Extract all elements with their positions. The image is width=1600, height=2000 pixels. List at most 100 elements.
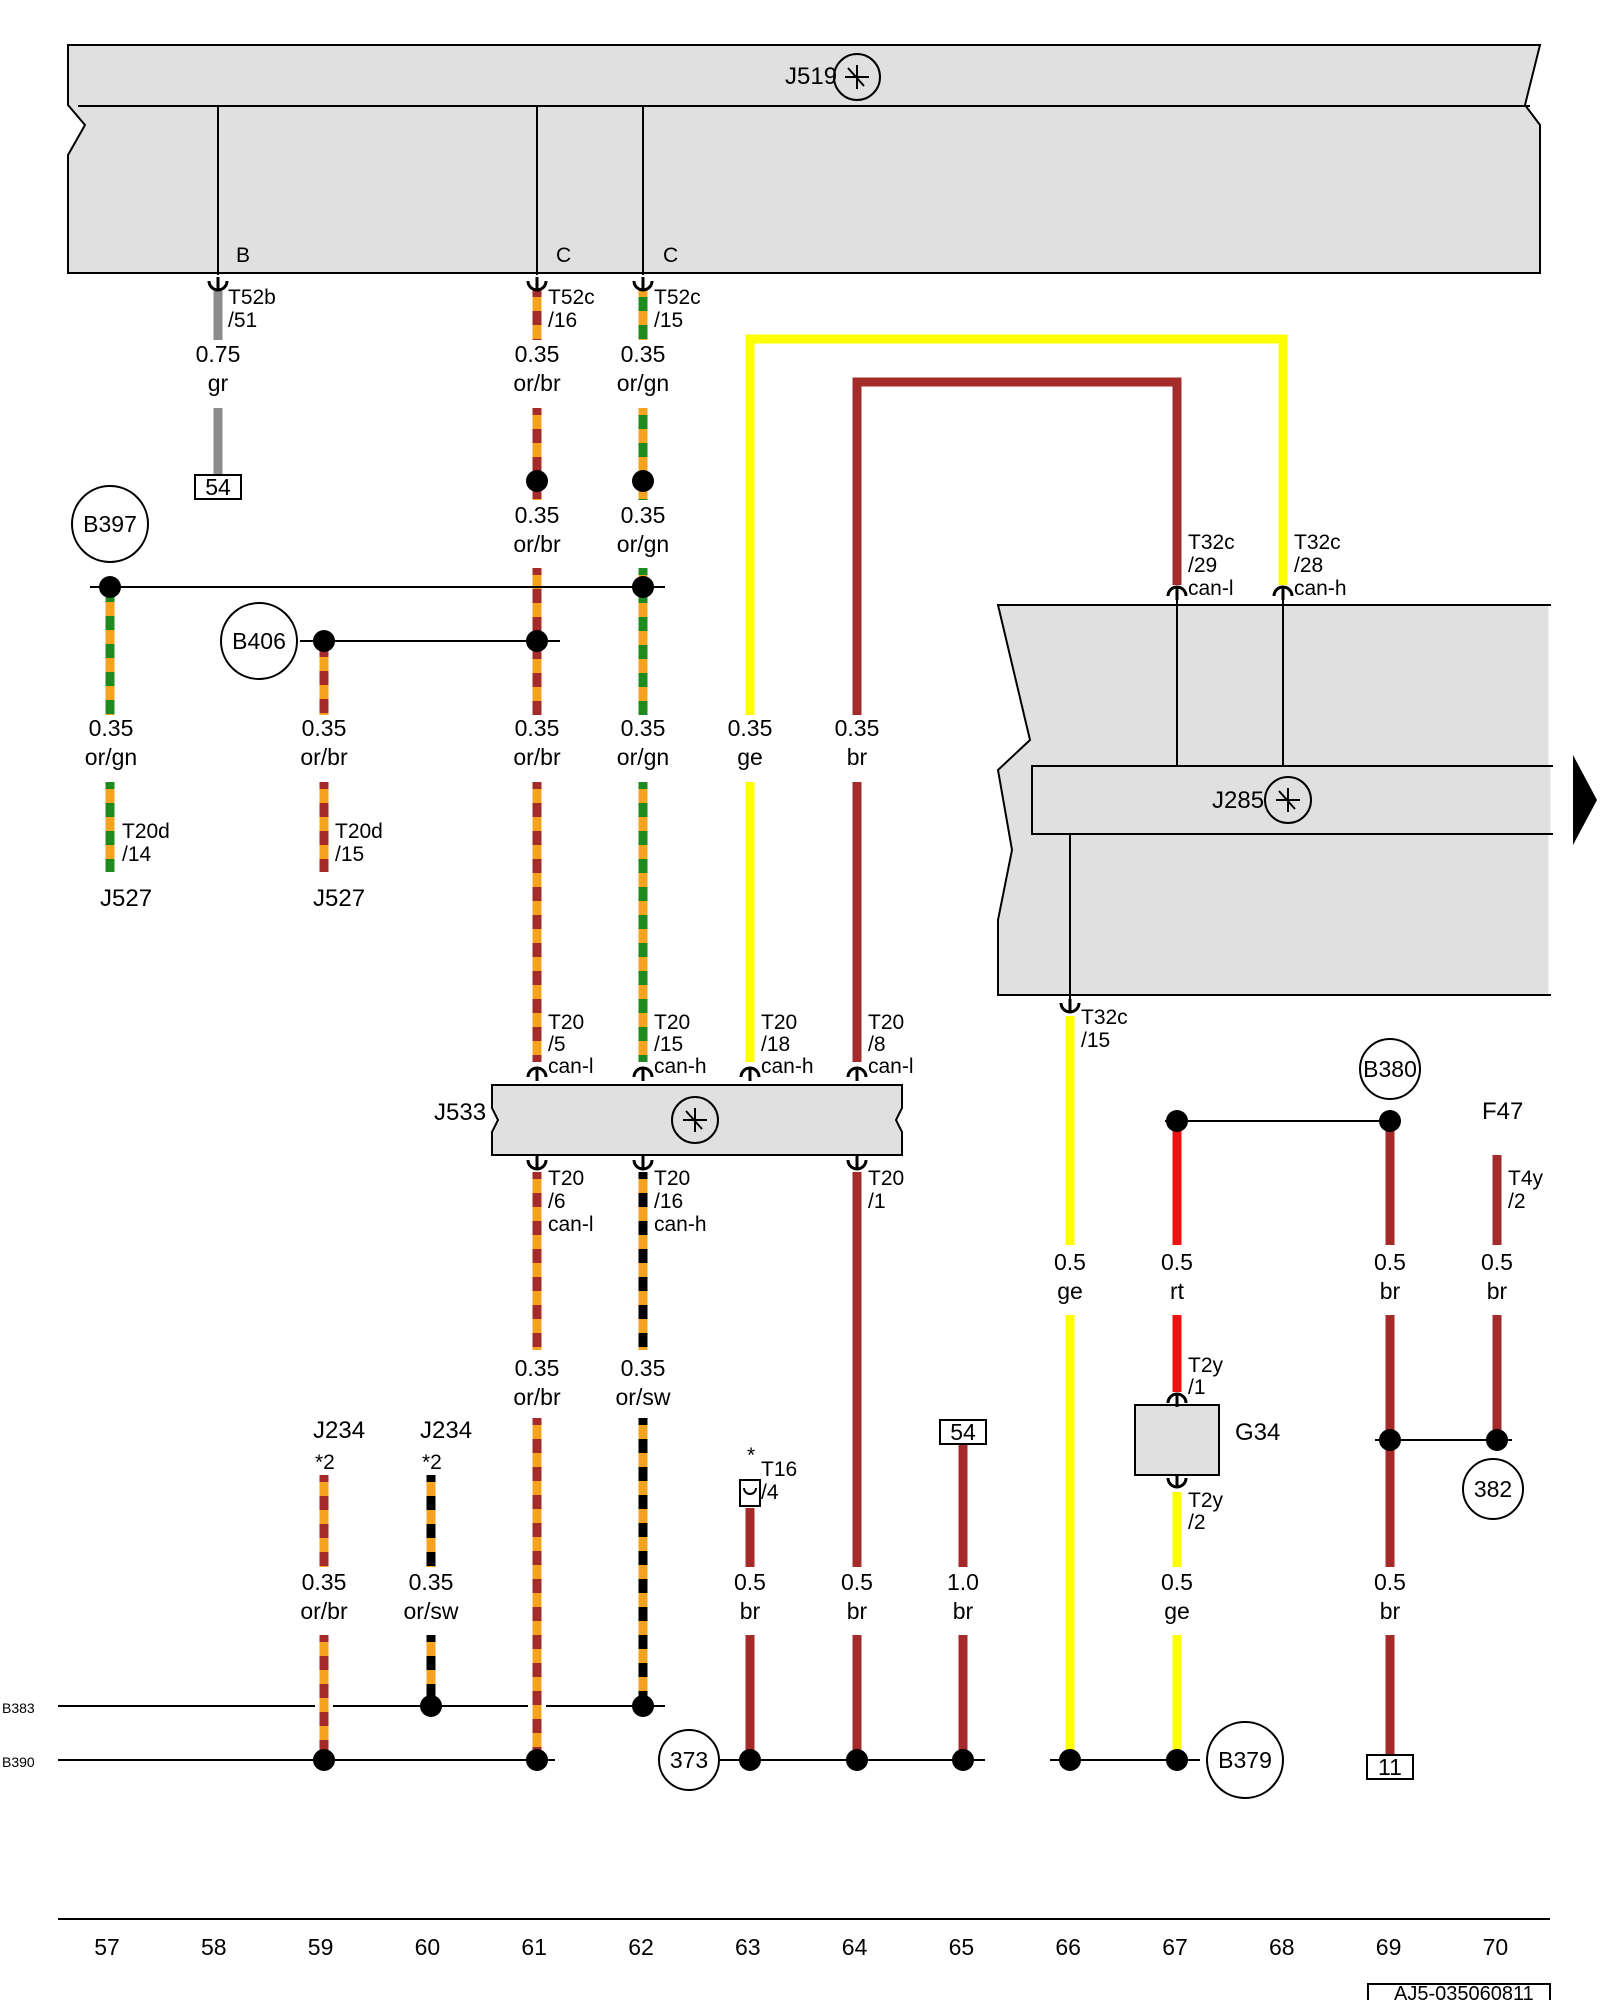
connector-t16-4: T16/4 <box>761 1458 797 1504</box>
wire-br-64-loop <box>852 377 1182 715</box>
svg-text:B380: B380 <box>1363 1056 1417 1082</box>
footer-code-box: AJ5-035060811 <box>1367 1983 1551 2000</box>
connector-symbol-t20-16-arc <box>632 1159 654 1171</box>
f47-ref: F47 <box>1482 1098 1523 1125</box>
column-number-61: 61 <box>521 1934 547 1960</box>
connector-symbol-t2y-2 <box>1166 1474 1188 1489</box>
connector-t32c-15: T32c/15 <box>1081 1006 1128 1052</box>
connector-symbol-t20-1 <box>846 1156 868 1171</box>
connector-symbol-t32c-15-arc <box>1059 1002 1081 1014</box>
pin-c-label-1: C <box>556 244 571 267</box>
j527-ref-59: J527 <box>313 885 365 912</box>
splice-b380: B380 <box>1359 1038 1421 1100</box>
column-number-67: 67 <box>1162 1934 1188 1960</box>
j234-ref-59: J234 <box>313 1417 365 1444</box>
junction-dot-61-b406 <box>526 630 548 652</box>
j527-ref-57: J527 <box>100 885 152 912</box>
column-number-66: 66 <box>1055 1934 1081 1960</box>
wire-layer <box>105 290 1502 1760</box>
junction-dot-67-b380 <box>1166 1110 1188 1132</box>
j533-label: J533 <box>434 1099 486 1126</box>
column-number-60: 60 <box>415 1934 441 1960</box>
connector-t52c-16: T52c/16 <box>548 286 595 332</box>
junction-dot-62-b397 <box>632 576 654 598</box>
column-number-65: 65 <box>949 1934 975 1960</box>
column-number-57: 57 <box>94 1934 120 1960</box>
connector-symbol-t52c-16-arc <box>526 280 548 292</box>
connector-symbol-t20-15-arc <box>632 1066 654 1078</box>
svg-text:B379: B379 <box>1218 1747 1272 1773</box>
junction-dot-b406 <box>313 630 335 652</box>
connector-t52c-15: T52c/15 <box>654 286 701 332</box>
connector-symbol-t16-4-arc <box>743 1487 757 1495</box>
connector-symbol-t20-18-arc <box>739 1066 761 1078</box>
j285-unit: J285 <box>996 596 1597 1004</box>
svg-text:AJ5-035060811: AJ5-035060811 <box>1394 1983 1534 2000</box>
junction-dot-62-a <box>632 470 654 492</box>
splices: B397 B406 B380 382 373 B379 B383 B390 <box>2 485 1524 1799</box>
connector-symbol-t20-16 <box>632 1156 654 1171</box>
pin-b-label: B <box>236 244 250 267</box>
connector-symbol-t32c-28 <box>1272 585 1294 600</box>
connector-symbol-t32c-29-arc <box>1166 585 1188 597</box>
connector-t52b-51: T52b/51 <box>228 286 276 332</box>
component-refs: J527 J527 J234 *2 J234 *2 F47 <box>100 885 1523 1474</box>
j519-body <box>67 44 1542 274</box>
column-number-59: 59 <box>308 1934 334 1960</box>
splice-b379: B379 <box>1206 1721 1284 1799</box>
j234-ref-60: J234 <box>420 1417 472 1444</box>
junction-dot-61-b390 <box>526 1749 548 1771</box>
connector-symbol-t20-6 <box>526 1156 548 1171</box>
junction-dots <box>99 470 1508 1771</box>
junction-dot-61-a <box>526 470 548 492</box>
connector-symbol-t20-8 <box>846 1066 868 1081</box>
j519-unit: J519 B C C <box>67 44 1542 275</box>
connector-symbol-t20-6-arc <box>526 1159 548 1171</box>
g34-label: G34 <box>1235 1419 1280 1446</box>
connector-symbol-t32c-15 <box>1059 999 1081 1014</box>
connector-symbol-t2y-1-arc <box>1166 1392 1188 1404</box>
svg-text:54: 54 <box>950 1419 976 1445</box>
terminals: 54 54 11 <box>194 474 1414 1780</box>
connector-symbol-t52b-51 <box>207 277 229 292</box>
connector-symbol-t20-5-arc <box>526 1066 548 1078</box>
terminal-54-bottom: 54 <box>939 1419 987 1445</box>
connector-symbol-t20-1-arc <box>846 1159 868 1171</box>
svg-text:B397: B397 <box>83 511 137 537</box>
svg-text:54: 54 <box>205 474 231 500</box>
junction-dot-65-373 <box>952 1749 974 1771</box>
junction-dot-70-382 <box>1486 1429 1508 1451</box>
column-number-68: 68 <box>1269 1934 1295 1960</box>
column-number-64: 64 <box>842 1934 868 1960</box>
connector-symbol-t52c-16 <box>526 277 548 292</box>
continuation-arrow-icon <box>1573 755 1597 845</box>
pin-c-label-2: C <box>663 244 678 267</box>
connector-symbol-t20-18 <box>739 1066 761 1081</box>
junction-dot-66-b379 <box>1059 1749 1081 1771</box>
wire-ge-63-loop <box>745 334 1288 715</box>
svg-text:11: 11 <box>1378 1754 1402 1780</box>
junction-dot-69-b380 <box>1379 1110 1401 1132</box>
terminal-11: 11 <box>1366 1754 1414 1780</box>
junction-dot-b397 <box>99 576 121 598</box>
column-number-62: 62 <box>628 1934 654 1960</box>
